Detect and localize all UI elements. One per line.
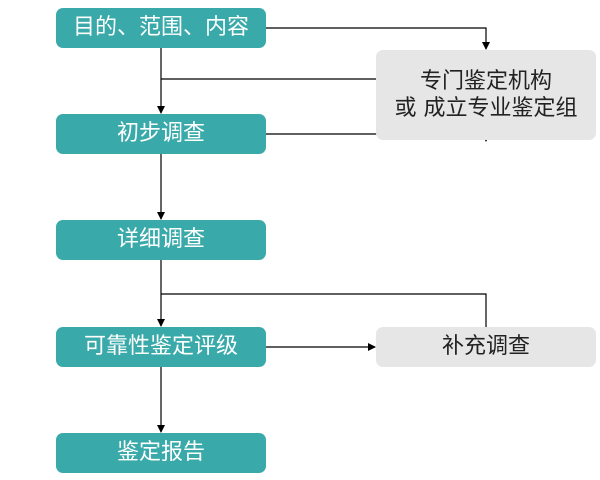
step-detailed-investigation: 详细调查 (56, 220, 266, 260)
arrow-purpose-to-agency (266, 27, 490, 50)
step-label: 可靠性鉴定评级 (83, 334, 238, 360)
step-label: 目的、范围、内容 (72, 15, 249, 41)
step-label: 鉴定报告 (116, 440, 205, 466)
agency-line-2: 或 成立专业鉴定组 (394, 96, 578, 121)
line-supplement-loop (161, 293, 487, 327)
side-appraisal-agency: 专门鉴定机构 或 成立专业鉴定组 (376, 50, 596, 140)
step-reliability-rating: 可靠性鉴定评级 (56, 327, 266, 367)
step-label: 详细调查 (116, 227, 205, 253)
agency-line-1: 专门鉴定机构 (419, 68, 552, 94)
step-label: 初步调查 (116, 121, 205, 147)
step-appraisal-report: 鉴定报告 (56, 433, 266, 473)
supplement-label: 补充调查 (441, 334, 530, 360)
step-preliminary-investigation: 初步调查 (56, 114, 266, 154)
step-purpose-scope-content: 目的、范围、内容 (56, 8, 266, 48)
side-supplementary-investigation: 补充调查 (376, 327, 596, 367)
